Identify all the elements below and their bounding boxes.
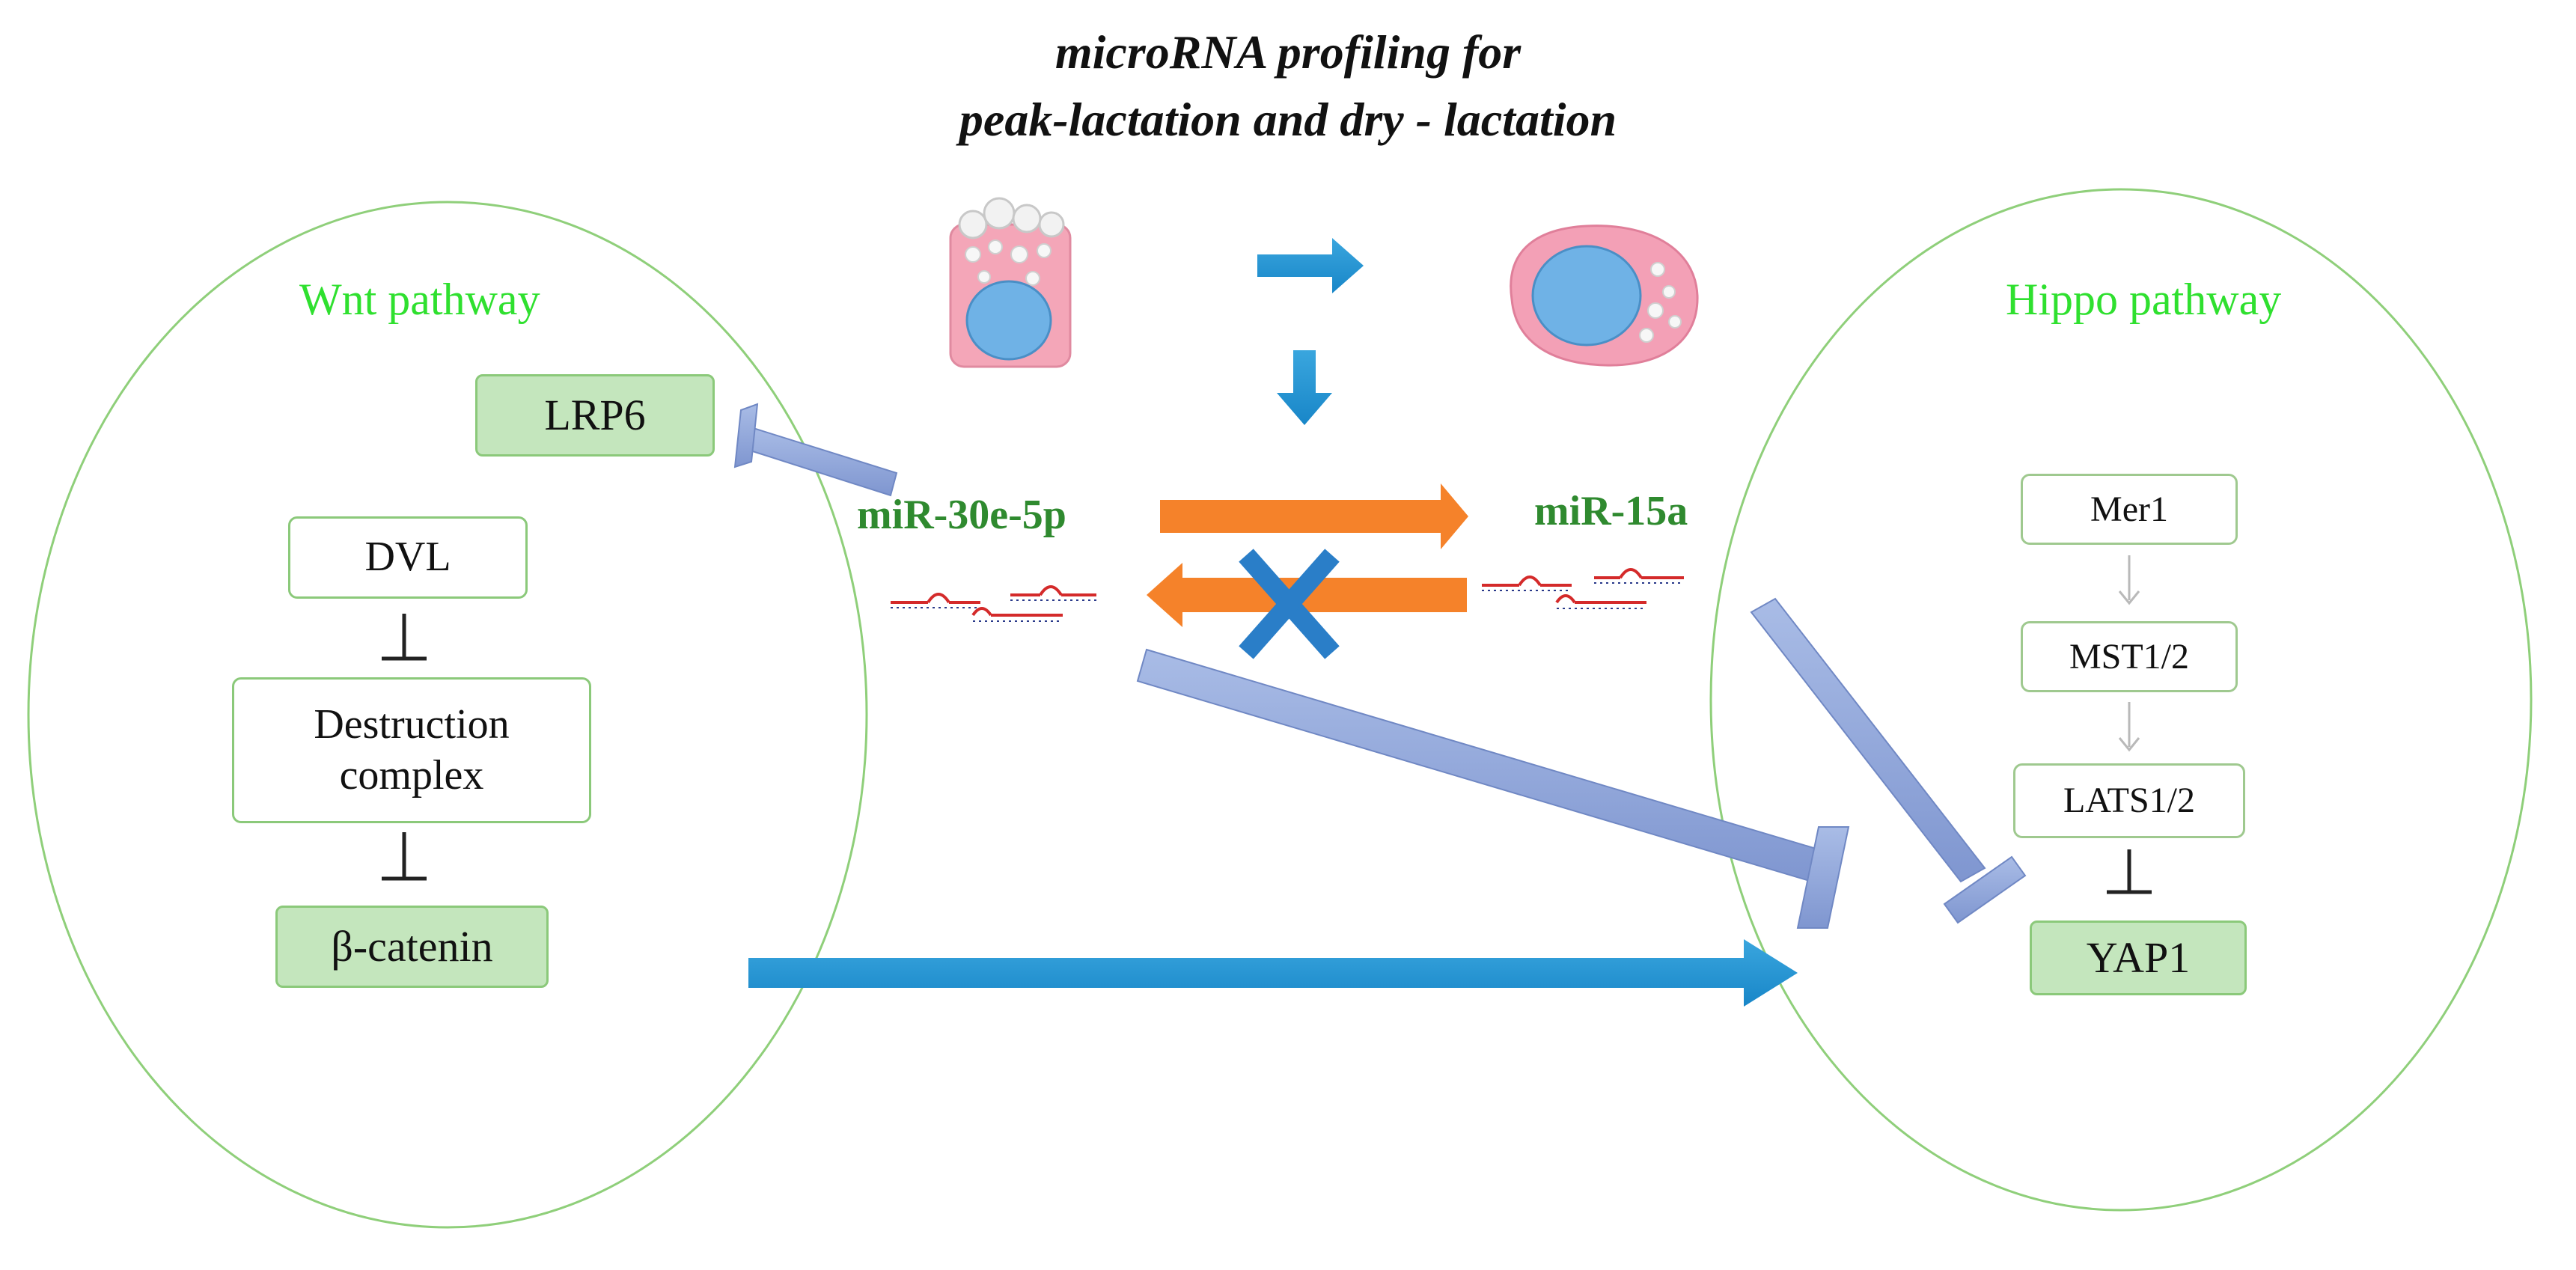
left-mirna-strand-icon — [891, 585, 1096, 622]
profiling-down-arrow — [1277, 350, 1332, 425]
mir30-inhibits-lrp6-edge — [733, 403, 898, 497]
dry-lactation-cell-icon — [1510, 225, 1699, 367]
mir-15a-label: miR-15a — [1534, 488, 1688, 534]
wnt-pathway-label: Wnt pathway — [299, 275, 540, 324]
destruction-complex-node: Destruction complex — [232, 677, 591, 823]
cell-transition-arrow — [1257, 238, 1364, 293]
right-mirna-strand-icon — [1482, 568, 1684, 609]
mer1-node: Mer1 — [2021, 474, 2238, 545]
beta-catenin-node: β-catenin — [275, 906, 549, 988]
hippo-pathway-ellipse — [1709, 188, 2533, 1212]
peak-lactation-cell-icon — [949, 197, 1072, 368]
lats1-2-node: LATS1/2 — [2013, 763, 2245, 838]
diagram-title-line-2: peak-lactation and dry - lactation — [959, 93, 1617, 146]
wnt-pathway-ellipse — [27, 201, 868, 1229]
dvl-inhibits-destruction-complex — [382, 614, 427, 661]
mer1-to-mst-arrow — [2118, 555, 2140, 605]
mir15a-inhibits-yap1-edge — [1750, 597, 2027, 924]
mir30-inhibits-yap1-edge — [1136, 648, 1850, 929]
diagram-title-line-1: microRNA profiling for — [1054, 25, 1522, 79]
hippo-pathway-label: Hippo pathway — [2006, 275, 2282, 324]
mst1-2-node: MST1/2 — [2021, 621, 2238, 692]
dvl-node: DVL — [288, 516, 528, 599]
beta-catenin-to-yap1-arrow — [748, 939, 1798, 1007]
destruction-complex-inhibits-beta-catenin — [382, 832, 427, 881]
mir-30e-5p-label: miR-30e-5p — [857, 492, 1066, 538]
mst-to-lats-arrow — [2118, 702, 2140, 752]
blocked-cross-icon — [1239, 549, 1340, 659]
orange-arrow-right — [1160, 483, 1468, 549]
lrp6-node: LRP6 — [475, 374, 715, 457]
lats-inhibits-yap1 — [2107, 849, 2152, 894]
yap1-node: YAP1 — [2030, 921, 2247, 995]
